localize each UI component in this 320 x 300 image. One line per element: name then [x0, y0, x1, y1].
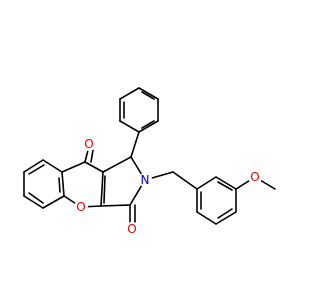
pyrrolone-ring [100, 131, 146, 207]
amine-nitrogen-label: N [141, 173, 150, 187]
lactam-carbonyl [129, 204, 136, 223]
atom-label-pyran-oxygen: O [74, 200, 88, 214]
atom-label-methoxy-oxygen: O [248, 170, 262, 184]
atom-label-lactam-oxygen: O [125, 222, 139, 236]
chemical-structure-diagram: O N O O O [23, 87, 276, 236]
atom-label-amine-nitrogen: N [138, 173, 152, 187]
pyran-oxygen-label: O [76, 200, 85, 214]
methoxy-oxygen-label: O [250, 170, 259, 184]
chromone-core [23, 149, 106, 209]
atom-label-ketone-oxygen: O [82, 137, 96, 151]
methoxyphenethyl-chain [144, 171, 276, 225]
ketone-oxygen-label: O [84, 137, 93, 151]
phenyl-ring [119, 87, 159, 133]
lactam-oxygen-label: O [127, 222, 136, 236]
